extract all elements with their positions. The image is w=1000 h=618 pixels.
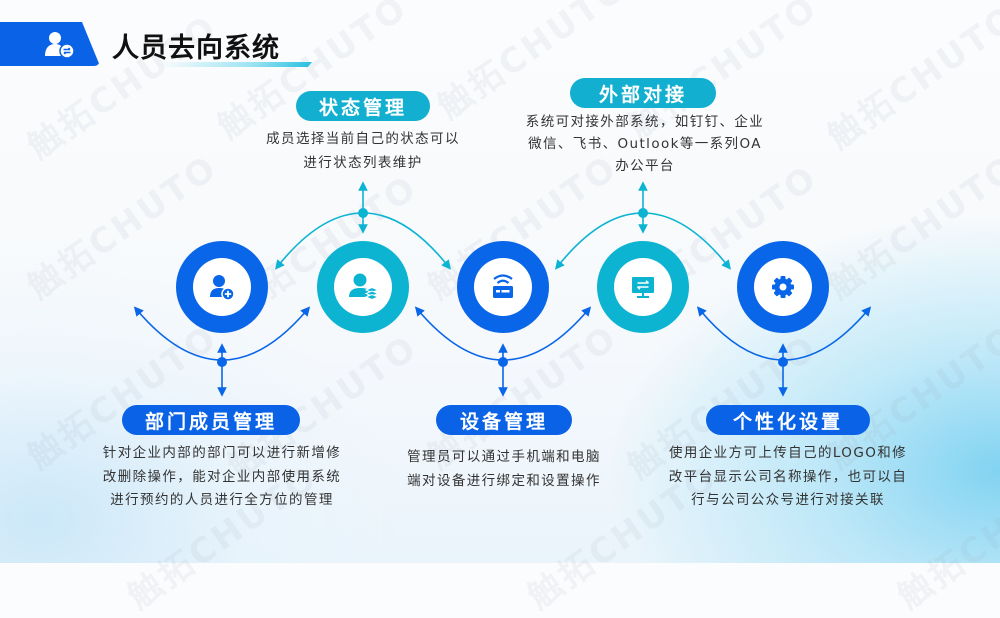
bottom-connector-dept (133, 306, 311, 397)
top-connector-external (554, 181, 732, 270)
user-exchange-icon (45, 32, 75, 59)
desc-line: 系统可对接外部系统，如钉钉、企业 (525, 114, 765, 130)
desc-dept-members: 针对企业内部的部门可以进行新增修 改删除操作，能对企业内部使用系统 进行预约的人… (84, 442, 360, 513)
desc-line: 改删除操作，能对企业内部使用系统 (102, 468, 342, 485)
desc-status: 成员选择当前自己的状态可以 进行状态列表维护 (240, 128, 486, 175)
desc-line: 端对设备进行绑定和设置操作 (407, 472, 601, 489)
desc-personalize: 使用企业方可上传自己的LOGO和修 改平台显示公司名称操作，也可以自 行与公司公… (652, 442, 924, 513)
desc-line: 进行预约的人员进行全方位的管理 (110, 492, 334, 508)
label-external: 外部对接 (570, 78, 716, 108)
desc-line: 针对企业内部的部门可以进行新增修 (102, 445, 342, 461)
desc-line: 办公平台 (615, 158, 675, 174)
desc-line: 行与公司公众号进行对接关联 (691, 492, 885, 508)
desc-line: 使用企业方可上传自己的LOGO和修 (668, 445, 908, 461)
header-tab (0, 22, 100, 66)
node-device (457, 241, 549, 333)
desc-line: 成员选择当前自己的状态可以 (266, 131, 460, 147)
label-status: 状态管理 (296, 91, 430, 121)
monitor-exchange-icon (632, 277, 654, 298)
user-stack-icon (349, 273, 379, 301)
desc-line: 微信、飞书、Outlook等一系列OA (528, 136, 762, 152)
bottom-connector-personalize (696, 306, 872, 397)
user-add-icon (210, 275, 235, 301)
node-personalize (737, 241, 829, 333)
router-icon (493, 274, 513, 298)
desc-line: 进行状态列表维护 (303, 154, 423, 171)
label-personalize: 个性化设置 (706, 405, 870, 435)
bottom-connector-device (414, 306, 592, 397)
desc-external: 系统可对接外部系统，如钉钉、企业 微信、飞书、Outlook等一系列OA 办公平… (505, 111, 785, 177)
connector-lines (133, 181, 872, 397)
label-device: 设备管理 (436, 405, 572, 435)
node-external (597, 241, 689, 333)
desc-line: 管理员可以通过手机端和电脑 (407, 449, 601, 465)
node-status (317, 241, 409, 333)
gear-icon (772, 276, 794, 298)
top-connector-status (274, 181, 452, 270)
desc-line: 改平台显示公司名称操作，也可以自 (668, 468, 908, 485)
node-dept-members (176, 241, 268, 333)
label-dept-members: 部门成员管理 (122, 405, 300, 435)
desc-device: 管理员可以通过手机端和电脑 端对设备进行绑定和设置操作 (388, 446, 620, 493)
page-title: 人员去向系统 (112, 33, 280, 64)
